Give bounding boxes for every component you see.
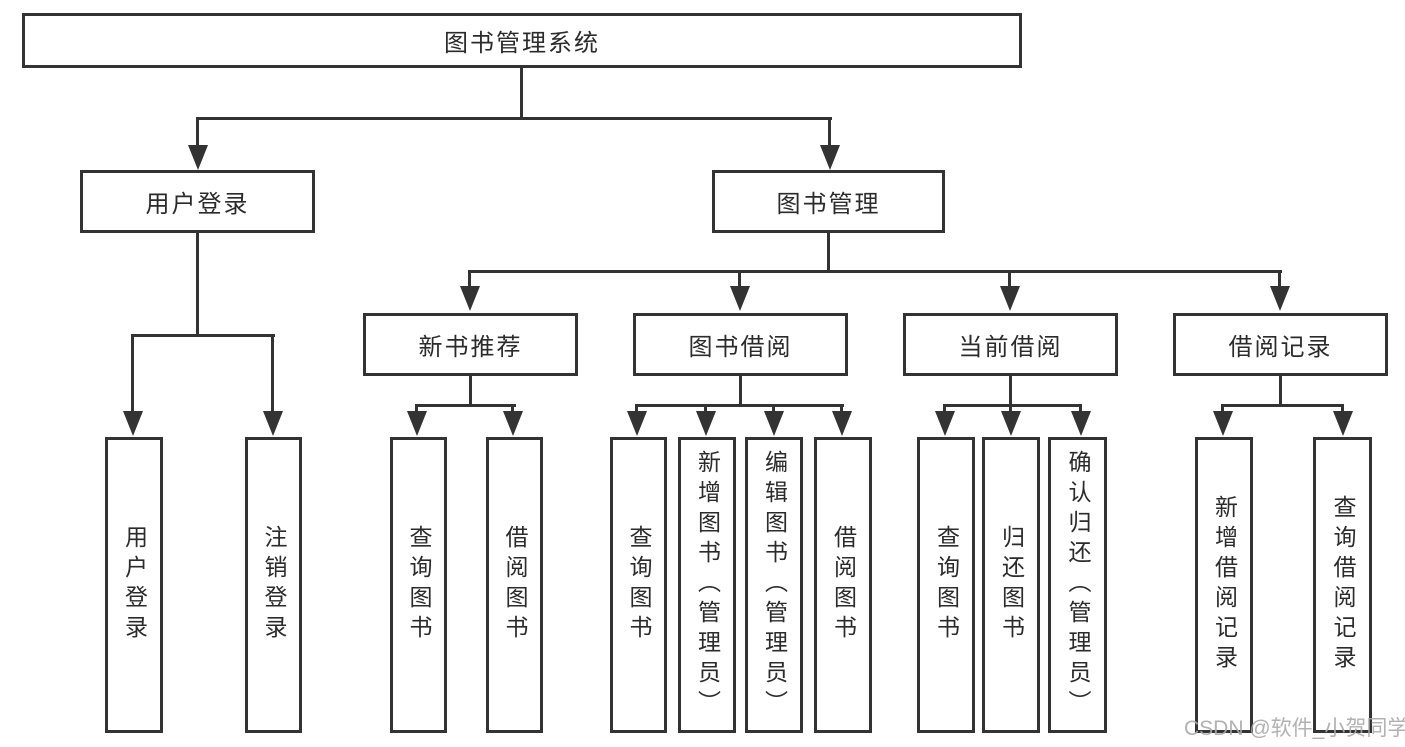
leaf-confirm-return-admin: 确认归还（管理员） [1048,437,1107,733]
node-book-management: 图书管理 [712,170,945,233]
connector-line [827,233,830,273]
leaf-label: 用户登录 [121,525,148,645]
node-label: 新书推荐 [418,334,523,361]
connector-line [520,68,523,120]
node-library-system: 图书管理系统 [22,13,1022,68]
arrow-down-icon [764,411,784,436]
arrow-down-icon [1001,411,1021,436]
arrow-down-icon [935,411,955,436]
connector-line [1279,376,1282,407]
arrow-down-icon [627,411,647,436]
connector-line [1079,404,1082,414]
connector-line [828,117,831,147]
arrow-down-icon [832,411,852,436]
connector-line [511,404,514,414]
connector-line [469,376,472,407]
connector-line [131,334,275,337]
connector-line [738,270,741,290]
leaf-borrow-books-recommend: 借阅图书 [486,437,543,733]
node-label: 用户登录 [145,191,250,218]
leaf-label: 编辑图书（管理员） [761,450,788,720]
connector-line [1278,270,1281,290]
arrow-down-icon [123,411,143,436]
arrow-down-icon [188,145,208,170]
node-borrowing-records: 借阅记录 [1173,313,1388,376]
arrow-down-icon [730,286,750,311]
connector-line [196,117,832,120]
leaf-add-books-admin: 新增图书（管理员） [678,437,736,733]
connector-line [196,117,199,147]
connector-line [943,404,1082,407]
leaf-user-login: 用户登录 [105,437,163,733]
connector-line [704,404,707,414]
node-current-borrowing: 当前借阅 [903,313,1118,376]
leaf-query-books-recommend: 查询图书 [390,437,447,733]
arrow-down-icon [503,411,523,436]
arrow-down-icon [820,145,840,170]
leaf-borrow-books: 借阅图书 [814,437,872,733]
leaf-label: 查询图书 [626,525,652,645]
node-user-login: 用户登录 [80,170,315,233]
connector-line [1008,270,1011,290]
leaf-label: 查询借阅记录 [1330,495,1356,675]
connector-line [635,404,844,407]
arrow-down-icon [263,411,283,436]
connector-line [1341,404,1344,414]
leaf-add-borrow-record: 新增借阅记录 [1195,437,1253,733]
arrow-down-icon [407,411,427,436]
arrow-down-icon [1000,286,1020,311]
leaf-label: 归还图书 [998,525,1025,645]
arrow-down-icon [1071,411,1091,436]
leaf-label: 借阅图书 [502,525,528,645]
leaf-label: 新增借阅记录 [1211,495,1238,675]
node-new-book-recommend: 新书推荐 [363,313,578,376]
leaf-label: 确认归还（管理员） [1065,450,1091,720]
node-label: 当前借阅 [958,334,1063,361]
leaf-query-books-current: 查询图书 [917,437,975,733]
node-label: 借阅记录 [1228,334,1333,361]
arrow-down-icon [1213,411,1233,436]
leaf-query-borrow-record: 查询借阅记录 [1313,437,1372,733]
leaf-label: 查询图书 [933,525,960,645]
connector-line [468,270,471,290]
connector-line [468,270,1282,273]
arrow-down-icon [696,411,716,436]
node-book-borrowing: 图书借阅 [633,313,848,376]
connector-line [943,404,946,414]
connector-line [1221,404,1344,407]
connector-line [739,376,742,407]
connector-line [772,404,775,414]
connector-line [196,233,199,337]
connector-line [415,404,418,414]
connector-line [840,404,843,414]
arrow-down-icon [460,286,480,311]
leaf-label: 注销登录 [261,525,287,645]
node-label: 图书管理 [776,191,881,218]
node-label: 图书管理系统 [444,30,600,57]
connector-line [131,334,134,414]
node-label: 图书借阅 [688,334,793,361]
connector-line [1009,376,1012,407]
watermark-text: CSDN @软件_小贺同学 [1184,717,1405,740]
connector-line [1221,404,1224,414]
leaf-logout: 注销登录 [245,437,302,733]
connector-line [1009,404,1012,414]
leaf-edit-books-admin: 编辑图书（管理员） [745,437,803,733]
leaf-label: 查询图书 [406,525,432,645]
arrow-down-icon [1270,286,1290,311]
leaf-label: 借阅图书 [830,525,857,645]
connector-line [271,334,274,414]
arrow-down-icon [1333,411,1353,436]
leaf-query-books-borrowing: 查询图书 [610,437,667,733]
connector-line [415,404,516,407]
leaf-label: 新增图书（管理员） [694,450,721,720]
leaf-return-books: 归还图书 [982,437,1040,733]
connector-line [635,404,638,414]
